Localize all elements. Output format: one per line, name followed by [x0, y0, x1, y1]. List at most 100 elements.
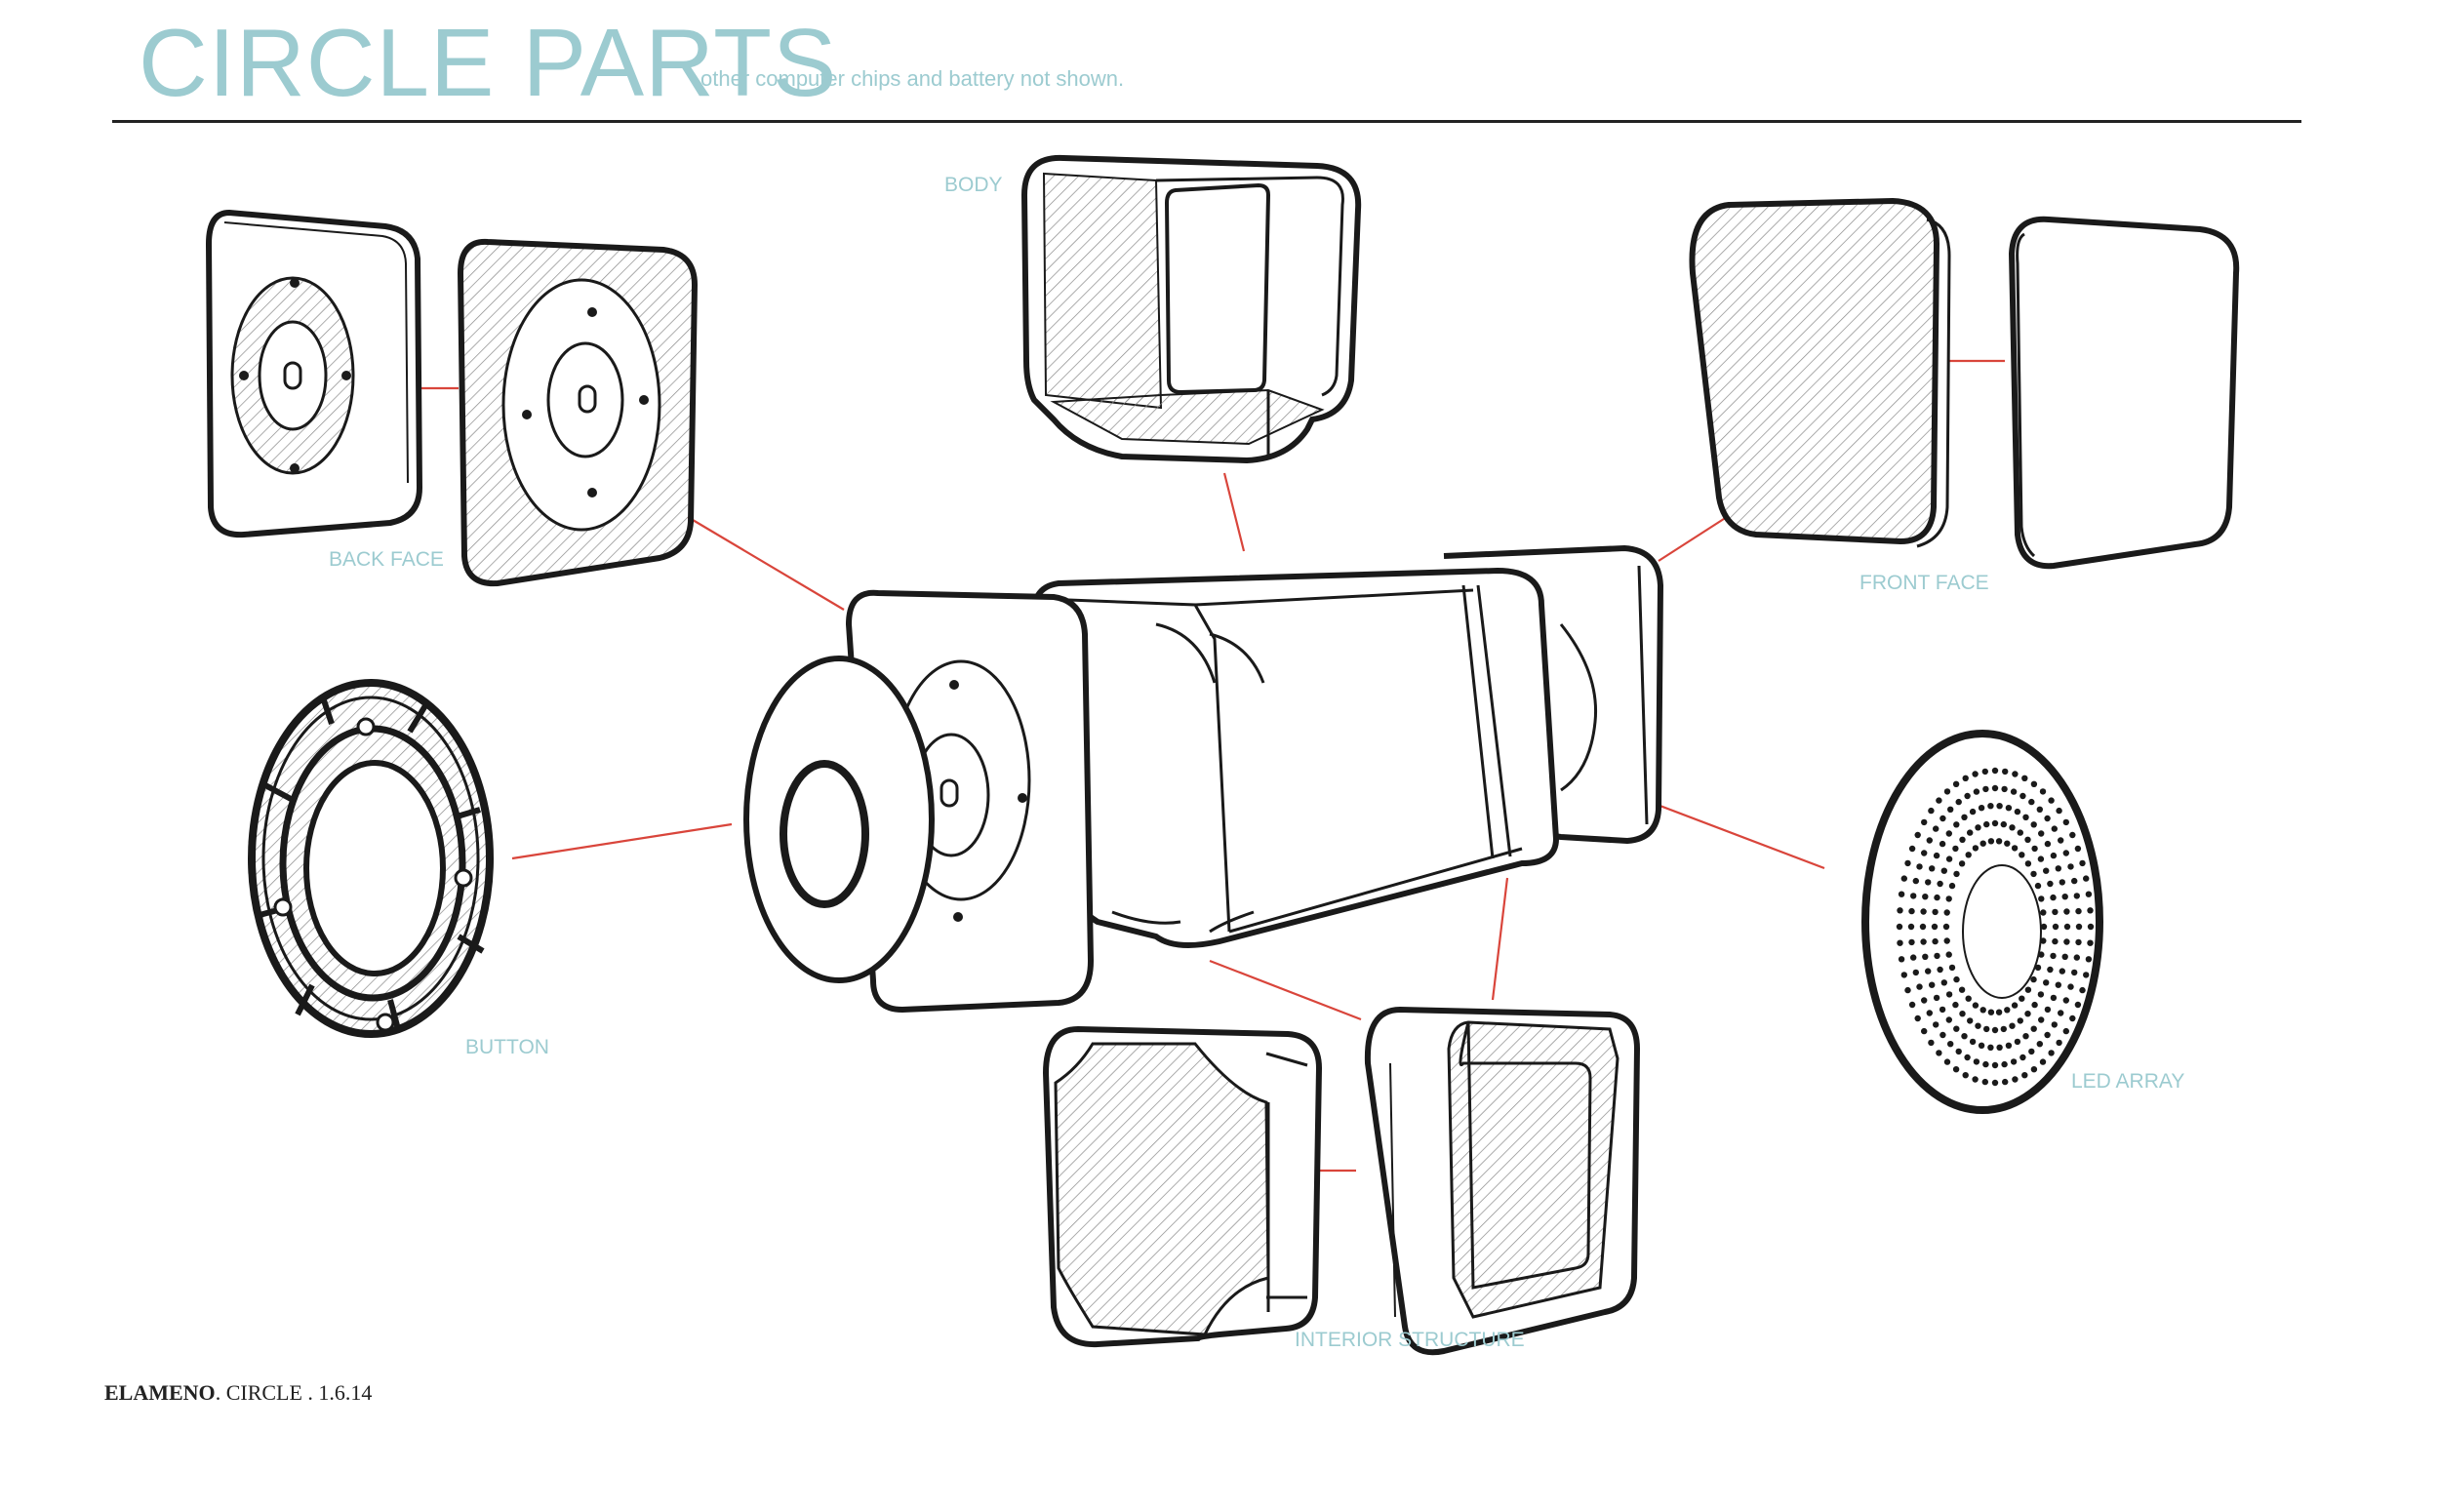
- led-dot: [1936, 797, 1942, 804]
- led-dot: [1955, 798, 1962, 806]
- led-dot: [1952, 780, 1960, 787]
- led-dot: [2024, 986, 2032, 993]
- led-dot: [2059, 879, 2065, 886]
- led-dot: [2069, 831, 2076, 839]
- led-dot: [2050, 894, 2057, 901]
- led-dot: [2043, 979, 2050, 986]
- led-dot: [2017, 1017, 2023, 1024]
- led-dot: [2063, 938, 2070, 945]
- led-dot: [2052, 937, 2059, 945]
- led-dot: [1921, 1027, 1928, 1035]
- button-ring: [248, 679, 494, 1038]
- led-dot: [2055, 981, 2061, 988]
- led-dot: [1914, 1015, 1921, 1022]
- led-dot: [1991, 819, 1999, 827]
- led-dot: [2050, 994, 2058, 1002]
- led-dot: [2034, 882, 2042, 890]
- led-dot: [1932, 908, 1939, 916]
- led-dot: [1996, 1044, 2003, 1052]
- led-dot: [1939, 815, 1946, 822]
- led-dot: [2019, 1054, 2026, 1061]
- led-dot: [2002, 1078, 2009, 1086]
- led-dot: [1967, 829, 1974, 836]
- led-dot: [1983, 1025, 1990, 1033]
- led-dot: [1908, 845, 1916, 853]
- led-dot: [1979, 840, 1986, 847]
- led-dot: [1964, 1054, 1971, 1061]
- led-dot: [1943, 788, 1951, 795]
- led-dot: [1958, 860, 1966, 867]
- led-dot: [1987, 1009, 1995, 1015]
- led-dot: [1937, 880, 1943, 888]
- led-dot: [2030, 870, 2037, 878]
- led-dot: [1952, 1066, 1960, 1073]
- led-dot: [2059, 968, 2065, 975]
- label-body: BODY: [944, 174, 1003, 196]
- led-dot: [2012, 771, 2019, 777]
- led-dot: [2030, 780, 2038, 787]
- led-dot: [2043, 867, 2050, 874]
- led-dot: [1936, 1050, 1942, 1056]
- led-dot: [2005, 805, 2013, 812]
- led-dot: [2005, 1042, 2013, 1050]
- led-dot: [1942, 923, 1950, 931]
- led-dot: [2063, 923, 2071, 931]
- led-dot: [2036, 1041, 2043, 1048]
- led-dot: [1937, 966, 1943, 974]
- interior-structure-right: [1364, 1006, 1641, 1356]
- led-dot: [1991, 1026, 1999, 1034]
- led-dot: [1933, 994, 1940, 1002]
- center-assembly: [743, 544, 1664, 1014]
- led-dot: [2062, 1027, 2069, 1035]
- label-button: BUTTON: [465, 1036, 549, 1058]
- led-dot: [1973, 788, 1980, 795]
- led-dot: [1908, 1001, 1916, 1009]
- led-dot: [1916, 983, 1923, 990]
- led-dot: [1962, 775, 1969, 781]
- led-dot: [2074, 845, 2082, 853]
- led-dot: [2051, 825, 2058, 832]
- led-dot: [1945, 830, 1953, 837]
- led-dot: [2037, 991, 2045, 998]
- led-dot: [1959, 836, 1966, 843]
- led-dot: [2056, 1039, 2062, 1047]
- led-dot: [1934, 894, 1940, 901]
- led-dot: [2079, 859, 2086, 867]
- led-dot: [1953, 870, 1960, 878]
- led-dot: [2004, 1007, 2011, 1014]
- led-dot: [1922, 953, 1929, 960]
- led-dot: [1904, 859, 1911, 867]
- led-dot: [1933, 852, 1940, 859]
- led-dot: [1945, 951, 1952, 958]
- led-dot: [2040, 923, 2048, 931]
- led-dot: [2071, 969, 2078, 976]
- led-dot: [2022, 814, 2029, 820]
- led-dot: [2024, 860, 2032, 867]
- led-dot: [1943, 937, 1950, 944]
- led-dot: [2087, 923, 2095, 931]
- led-dot: [1921, 850, 1928, 856]
- led-dot: [1925, 968, 1932, 975]
- led-dot: [2051, 1021, 2058, 1028]
- led-dot: [1948, 882, 1956, 890]
- led-dot: [2071, 877, 2078, 885]
- led-dot: [1929, 865, 1936, 872]
- led-dot: [2011, 845, 2019, 852]
- led-dot: [2021, 775, 2028, 781]
- led-dot: [1987, 803, 1994, 810]
- led-dot: [2030, 975, 2037, 983]
- led-dot: [2069, 1015, 2076, 1022]
- led-dot: [2048, 1050, 2055, 1056]
- led-dot: [1908, 907, 1915, 915]
- led-dot: [1955, 1048, 1962, 1055]
- led-dot: [2009, 824, 2016, 831]
- led-dot: [1965, 995, 1972, 1002]
- led-dot: [1897, 907, 1903, 914]
- body-shell: [1020, 154, 1362, 464]
- led-dot: [2083, 972, 2090, 978]
- led-dot: [2031, 845, 2038, 853]
- led-dot: [2044, 1031, 2051, 1039]
- led-dot: [2058, 1010, 2064, 1016]
- led-dot: [1981, 768, 1989, 776]
- led-dot: [2052, 908, 2059, 916]
